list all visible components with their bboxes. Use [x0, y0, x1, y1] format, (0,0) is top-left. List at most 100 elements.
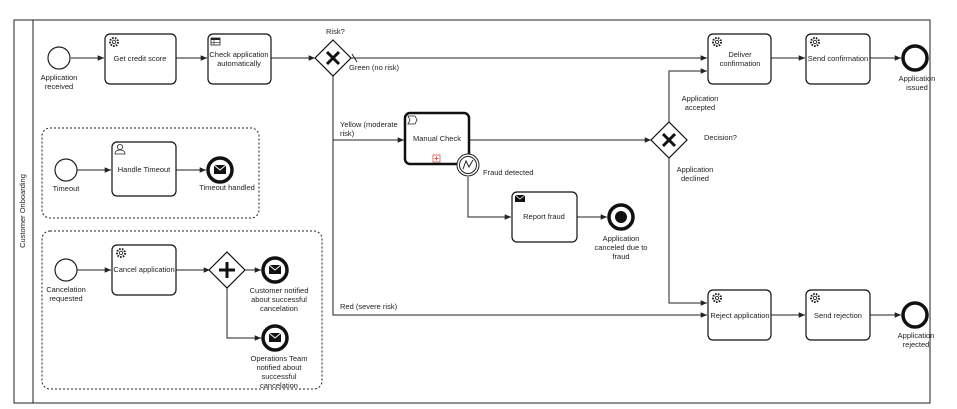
exclusive-x-icon — [325, 50, 341, 66]
label-line: successful — [261, 372, 296, 381]
task-reject-application[interactable] — [707, 289, 772, 341]
label-line: issued — [906, 83, 928, 92]
gateway-parallel[interactable] — [208, 251, 246, 289]
label-line: Get credit score — [114, 54, 167, 63]
gear-icon — [810, 293, 820, 303]
label-line: Fraud detected — [483, 168, 533, 177]
flow-accepted[interactable] — [668, 68, 707, 122]
flow-red[interactable] — [332, 76, 707, 318]
label-line: Report fraud — [523, 212, 565, 221]
label-line: Operations Team — [251, 354, 308, 363]
label-line: Manual Check — [413, 134, 461, 143]
start-event-cancelation[interactable] — [54, 258, 78, 282]
task-report-fraud[interactable] — [511, 191, 578, 243]
label-line: automatically — [217, 59, 261, 68]
label-line: Application — [603, 234, 640, 243]
gear-icon — [810, 37, 820, 47]
call-activity-icon — [407, 115, 418, 125]
flow-parallel-to-operations[interactable] — [226, 288, 261, 341]
label-handle-timeout: Handle Timeout — [118, 165, 171, 174]
label-line: Deliver — [728, 50, 752, 59]
error-icon — [462, 159, 474, 170]
label-get-credit-score: Get credit score — [114, 54, 167, 63]
label-fraud-detected: Fraud detected — [483, 168, 533, 177]
boundary-event-fraud[interactable] — [456, 153, 480, 177]
task-manual-check[interactable] — [403, 111, 471, 166]
exclusive-x-icon — [661, 132, 677, 148]
label-line: declined — [681, 174, 709, 183]
label-decision: Decision? — [704, 133, 737, 142]
gear-icon — [116, 248, 126, 258]
task-send-confirmation[interactable] — [805, 33, 871, 85]
task-cancel-application[interactable] — [111, 244, 177, 296]
end-event-timeout-handled[interactable] — [206, 156, 234, 184]
gear-icon — [712, 293, 722, 303]
label-line: confirmation — [720, 59, 761, 68]
end-event-customer-notified[interactable] — [261, 256, 289, 284]
label-line: Timeout handled — [199, 183, 255, 192]
label-manual-check: Manual Check — [413, 134, 461, 143]
label-send-rejection: Send rejection — [814, 311, 862, 320]
label-line: Application — [682, 94, 719, 103]
label-line: Application — [899, 74, 936, 83]
end-event-application-issued[interactable] — [901, 44, 929, 72]
send-message-icon — [514, 194, 526, 202]
label-line: Cancelation — [46, 285, 86, 294]
collapsed-subprocess-marker — [432, 154, 441, 163]
label-line: Application — [41, 73, 78, 82]
label-line: requested — [49, 294, 82, 303]
label-line: canceled due to — [595, 243, 648, 252]
label-line: cancelation — [260, 304, 298, 313]
gateway-risk[interactable] — [314, 39, 352, 77]
label-red: Red (severe risk) — [340, 302, 398, 311]
label-line: Check application — [209, 50, 268, 59]
label-line: Send confirmation — [808, 54, 868, 63]
label-line: cancelation — [260, 381, 298, 390]
label-timeout: Timeout — [53, 184, 81, 193]
end-event-application-canceled[interactable] — [607, 203, 635, 231]
flow-fraud-to-report[interactable] — [467, 177, 511, 220]
label-line: Cancel application — [113, 265, 174, 274]
label-line: rejected — [903, 340, 930, 349]
label-line: Handle Timeout — [118, 165, 171, 174]
task-handle-timeout[interactable] — [111, 141, 177, 197]
cancelation-event-subprocess[interactable] — [41, 230, 323, 390]
label-line: Customer notified — [250, 286, 309, 295]
label-cancel-application: Cancel application — [113, 265, 174, 274]
business-rule-icon — [210, 37, 221, 46]
label-line: Yellow (moderate — [340, 120, 398, 129]
label-green: Green (no risk) — [349, 63, 400, 72]
label-line: Application — [898, 331, 935, 340]
label-line: risk) — [340, 129, 355, 138]
sequence-flows — [71, 53, 901, 341]
label-line: fraud — [612, 252, 629, 261]
end-event-application-rejected[interactable] — [901, 301, 929, 329]
start-event-timeout[interactable] — [54, 158, 78, 182]
label-report-fraud: Report fraud — [523, 212, 565, 221]
task-check-application[interactable] — [207, 33, 272, 85]
end-event-operations-notified[interactable] — [261, 324, 289, 352]
user-icon — [114, 143, 126, 155]
start-event-application-received[interactable] — [47, 46, 71, 70]
label-line: Reject application — [710, 311, 769, 320]
label-line: Application — [677, 165, 714, 174]
task-send-rejection[interactable] — [805, 289, 871, 341]
timeout-event-subprocess[interactable] — [41, 127, 260, 219]
task-get-credit-score[interactable] — [104, 33, 177, 85]
flow-declined[interactable] — [668, 158, 707, 306]
gateway-decision[interactable] — [650, 121, 688, 159]
label-line: notified about — [256, 363, 302, 372]
task-deliver-confirmation[interactable] — [707, 33, 772, 85]
terminate-icon — [615, 211, 627, 223]
